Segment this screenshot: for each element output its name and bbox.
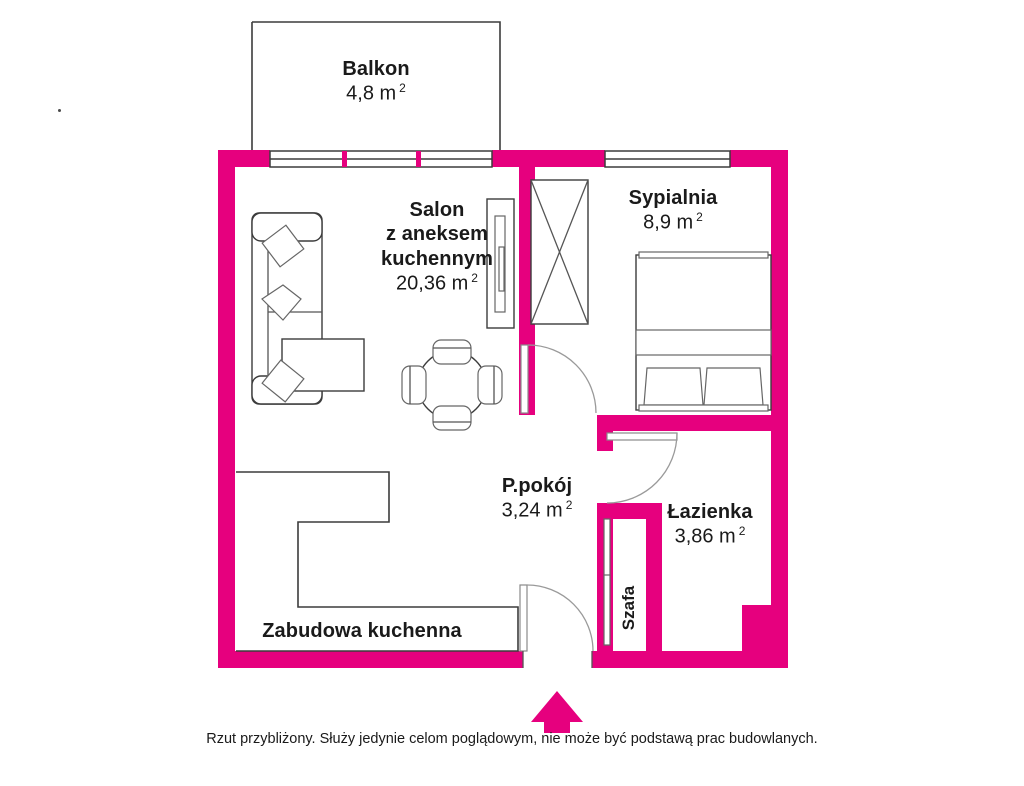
salon-name-line3: kuchennym [380,247,494,270]
ppokoj-name: P.pokój [501,475,573,497]
kitchen-units-label: Zabudowa kuchenna [262,619,462,643]
lazienka-name: Łazienka [667,501,753,523]
disclaimer-caption: Rzut przybliżony. Służy jedynie celom po… [206,731,818,747]
bedroom-wardrobe [530,179,589,325]
sypialnia-name: Sypialnia [628,187,718,209]
balcony-window [269,150,493,168]
dining-chair [401,365,427,405]
stray-dot-artifact [58,109,61,112]
exterior-walls [218,150,788,668]
pillow [703,367,764,406]
pillow [643,367,704,406]
bathroom-door [606,432,678,504]
bedroom-window [604,150,731,168]
cushion [261,224,305,403]
entrance-arrow [531,691,583,733]
wardrobe-label: Szafa [619,585,638,631]
balkon-name: Balkon [342,58,410,80]
salon-name-line1: Salon [409,199,465,221]
round-dining-table [401,339,503,431]
dining-chair [477,365,503,405]
tv-cabinet [486,198,515,329]
entrance-door [522,651,593,668]
living-room-door [519,584,594,652]
wardrobe-doors [603,518,611,646]
salon-name-line2: z aneksem [385,223,489,246]
balcony-outline [251,21,501,153]
kitchen-counter [236,471,519,652]
kitchen-units-text: Zabudowa kuchenna [262,620,462,642]
bedroom-door [520,344,597,414]
dining-chair [432,405,472,431]
dining-chair [432,339,472,365]
double-bed [635,251,772,412]
